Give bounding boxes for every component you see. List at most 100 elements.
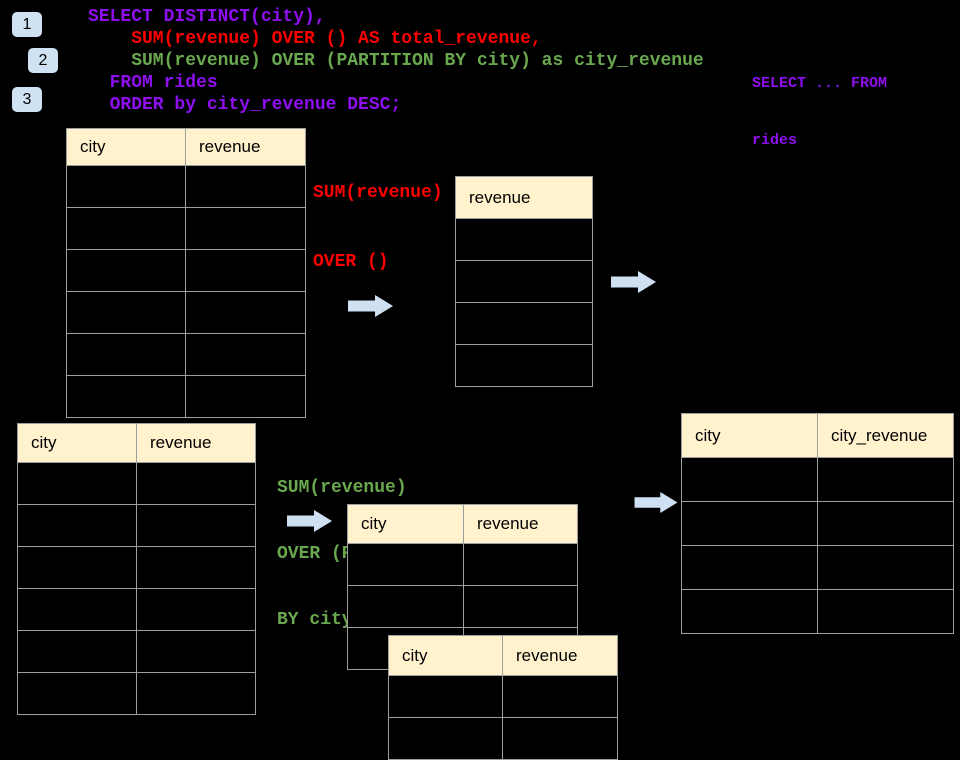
table-header-row: city revenue xyxy=(66,128,306,166)
column-header-city: city xyxy=(388,635,503,676)
table-row xyxy=(66,249,306,292)
right-arrow-icon xyxy=(348,295,393,317)
table-cell xyxy=(185,207,306,250)
column-header-city: city xyxy=(66,128,186,166)
table-rides-source-bottom: city revenue xyxy=(17,423,256,715)
table-row xyxy=(17,672,256,715)
table-cell xyxy=(66,333,186,376)
table-row xyxy=(347,585,578,628)
code-line-from: FROM rides xyxy=(88,73,218,93)
annotation-line: SUM(revenue) xyxy=(277,478,407,498)
table-row xyxy=(455,344,593,387)
table-row xyxy=(66,375,306,418)
table-cell xyxy=(66,249,186,292)
right-arrow-icon xyxy=(611,271,656,293)
code-line-select: SELECT DISTINCT(city), xyxy=(88,7,326,27)
column-header-revenue: revenue xyxy=(502,635,618,676)
right-arrow-icon xyxy=(287,510,332,532)
table-cell xyxy=(185,291,306,334)
annotation-line: rides xyxy=(752,132,798,149)
table-cell xyxy=(817,457,954,502)
table-cell xyxy=(388,717,503,760)
table-row xyxy=(17,630,256,673)
table-row xyxy=(388,675,618,718)
table-row xyxy=(66,165,306,208)
table-cell xyxy=(455,218,593,261)
table-cell xyxy=(66,165,186,208)
table-cell xyxy=(681,545,818,590)
table-row xyxy=(388,717,618,760)
step-badge-1: 1 xyxy=(12,12,42,37)
table-header-row: city revenue xyxy=(388,635,618,676)
table-cell xyxy=(185,165,306,208)
table-row xyxy=(17,588,256,631)
table-cell xyxy=(185,249,306,292)
table-cell xyxy=(17,462,137,505)
table-row xyxy=(455,260,593,303)
table-cell xyxy=(817,545,954,590)
code-line-city-revenue: SUM(revenue) OVER (PARTITION BY city) as… xyxy=(88,51,704,71)
table-row xyxy=(681,501,954,546)
sql-query-code: SELECT DISTINCT(city), SUM(revenue) OVER… xyxy=(88,6,704,116)
table-cell xyxy=(347,585,464,628)
column-header-city: city xyxy=(681,413,818,458)
table-cell xyxy=(136,462,256,505)
annotation-line: SELECT ... FROM xyxy=(752,75,888,92)
table-cell xyxy=(817,501,954,546)
table-row xyxy=(17,504,256,547)
table-header-row: revenue xyxy=(455,176,593,219)
table-row xyxy=(17,462,256,505)
table-cell xyxy=(136,504,256,547)
table-header-row: city revenue xyxy=(17,423,256,463)
canvas: { "colors": { "canvas_bg": "#000000", "p… xyxy=(12,6,954,760)
annotation-total-revenue: SUM(revenue) OVER () xyxy=(313,136,443,297)
table-cell xyxy=(455,260,593,303)
table-cell xyxy=(136,672,256,715)
table-total-revenue-result: revenue xyxy=(455,176,593,387)
column-header-revenue: revenue xyxy=(185,128,306,166)
table-row xyxy=(681,589,954,634)
table-rides-source-top: city revenue xyxy=(66,128,306,418)
table-cell xyxy=(455,302,593,345)
table-cell xyxy=(455,344,593,387)
table-row xyxy=(455,302,593,345)
table-row xyxy=(681,545,954,590)
table-row xyxy=(681,457,954,502)
right-arrow-icon xyxy=(634,492,678,513)
table-cell xyxy=(17,588,137,631)
annotation-side-note: SELECT ... FROM rides xyxy=(752,36,887,169)
table-cell xyxy=(136,546,256,589)
table-cell xyxy=(185,333,306,376)
column-header-city: city xyxy=(347,504,464,544)
column-header-revenue: revenue xyxy=(136,423,256,463)
table-row xyxy=(455,218,593,261)
table-row xyxy=(66,333,306,376)
table-cell xyxy=(502,717,618,760)
table-cell xyxy=(347,543,464,586)
column-header-revenue: revenue xyxy=(455,176,593,219)
table-cell xyxy=(681,589,818,634)
table-partition-group-b: city revenue xyxy=(388,635,618,760)
column-header-city-revenue: city_revenue xyxy=(817,413,954,458)
table-cell xyxy=(817,589,954,634)
column-header-city: city xyxy=(17,423,137,463)
table-cell xyxy=(185,375,306,418)
column-header-revenue: revenue xyxy=(463,504,578,544)
table-cell xyxy=(681,457,818,502)
table-cell xyxy=(681,501,818,546)
table-cell xyxy=(502,675,618,718)
annotation-line: OVER () xyxy=(313,252,389,272)
table-cell xyxy=(66,291,186,334)
table-row xyxy=(66,207,306,250)
table-cell xyxy=(136,630,256,673)
table-cell xyxy=(136,588,256,631)
step-badge-2: 2 xyxy=(28,48,58,73)
table-cell xyxy=(66,375,186,418)
annotation-line: SUM(revenue) xyxy=(313,183,443,203)
table-cell xyxy=(17,672,137,715)
table-cell xyxy=(17,546,137,589)
step-badge-3: 3 xyxy=(12,87,42,112)
table-cell xyxy=(66,207,186,250)
table-header-row: city city_revenue xyxy=(681,413,954,458)
table-cell xyxy=(388,675,503,718)
